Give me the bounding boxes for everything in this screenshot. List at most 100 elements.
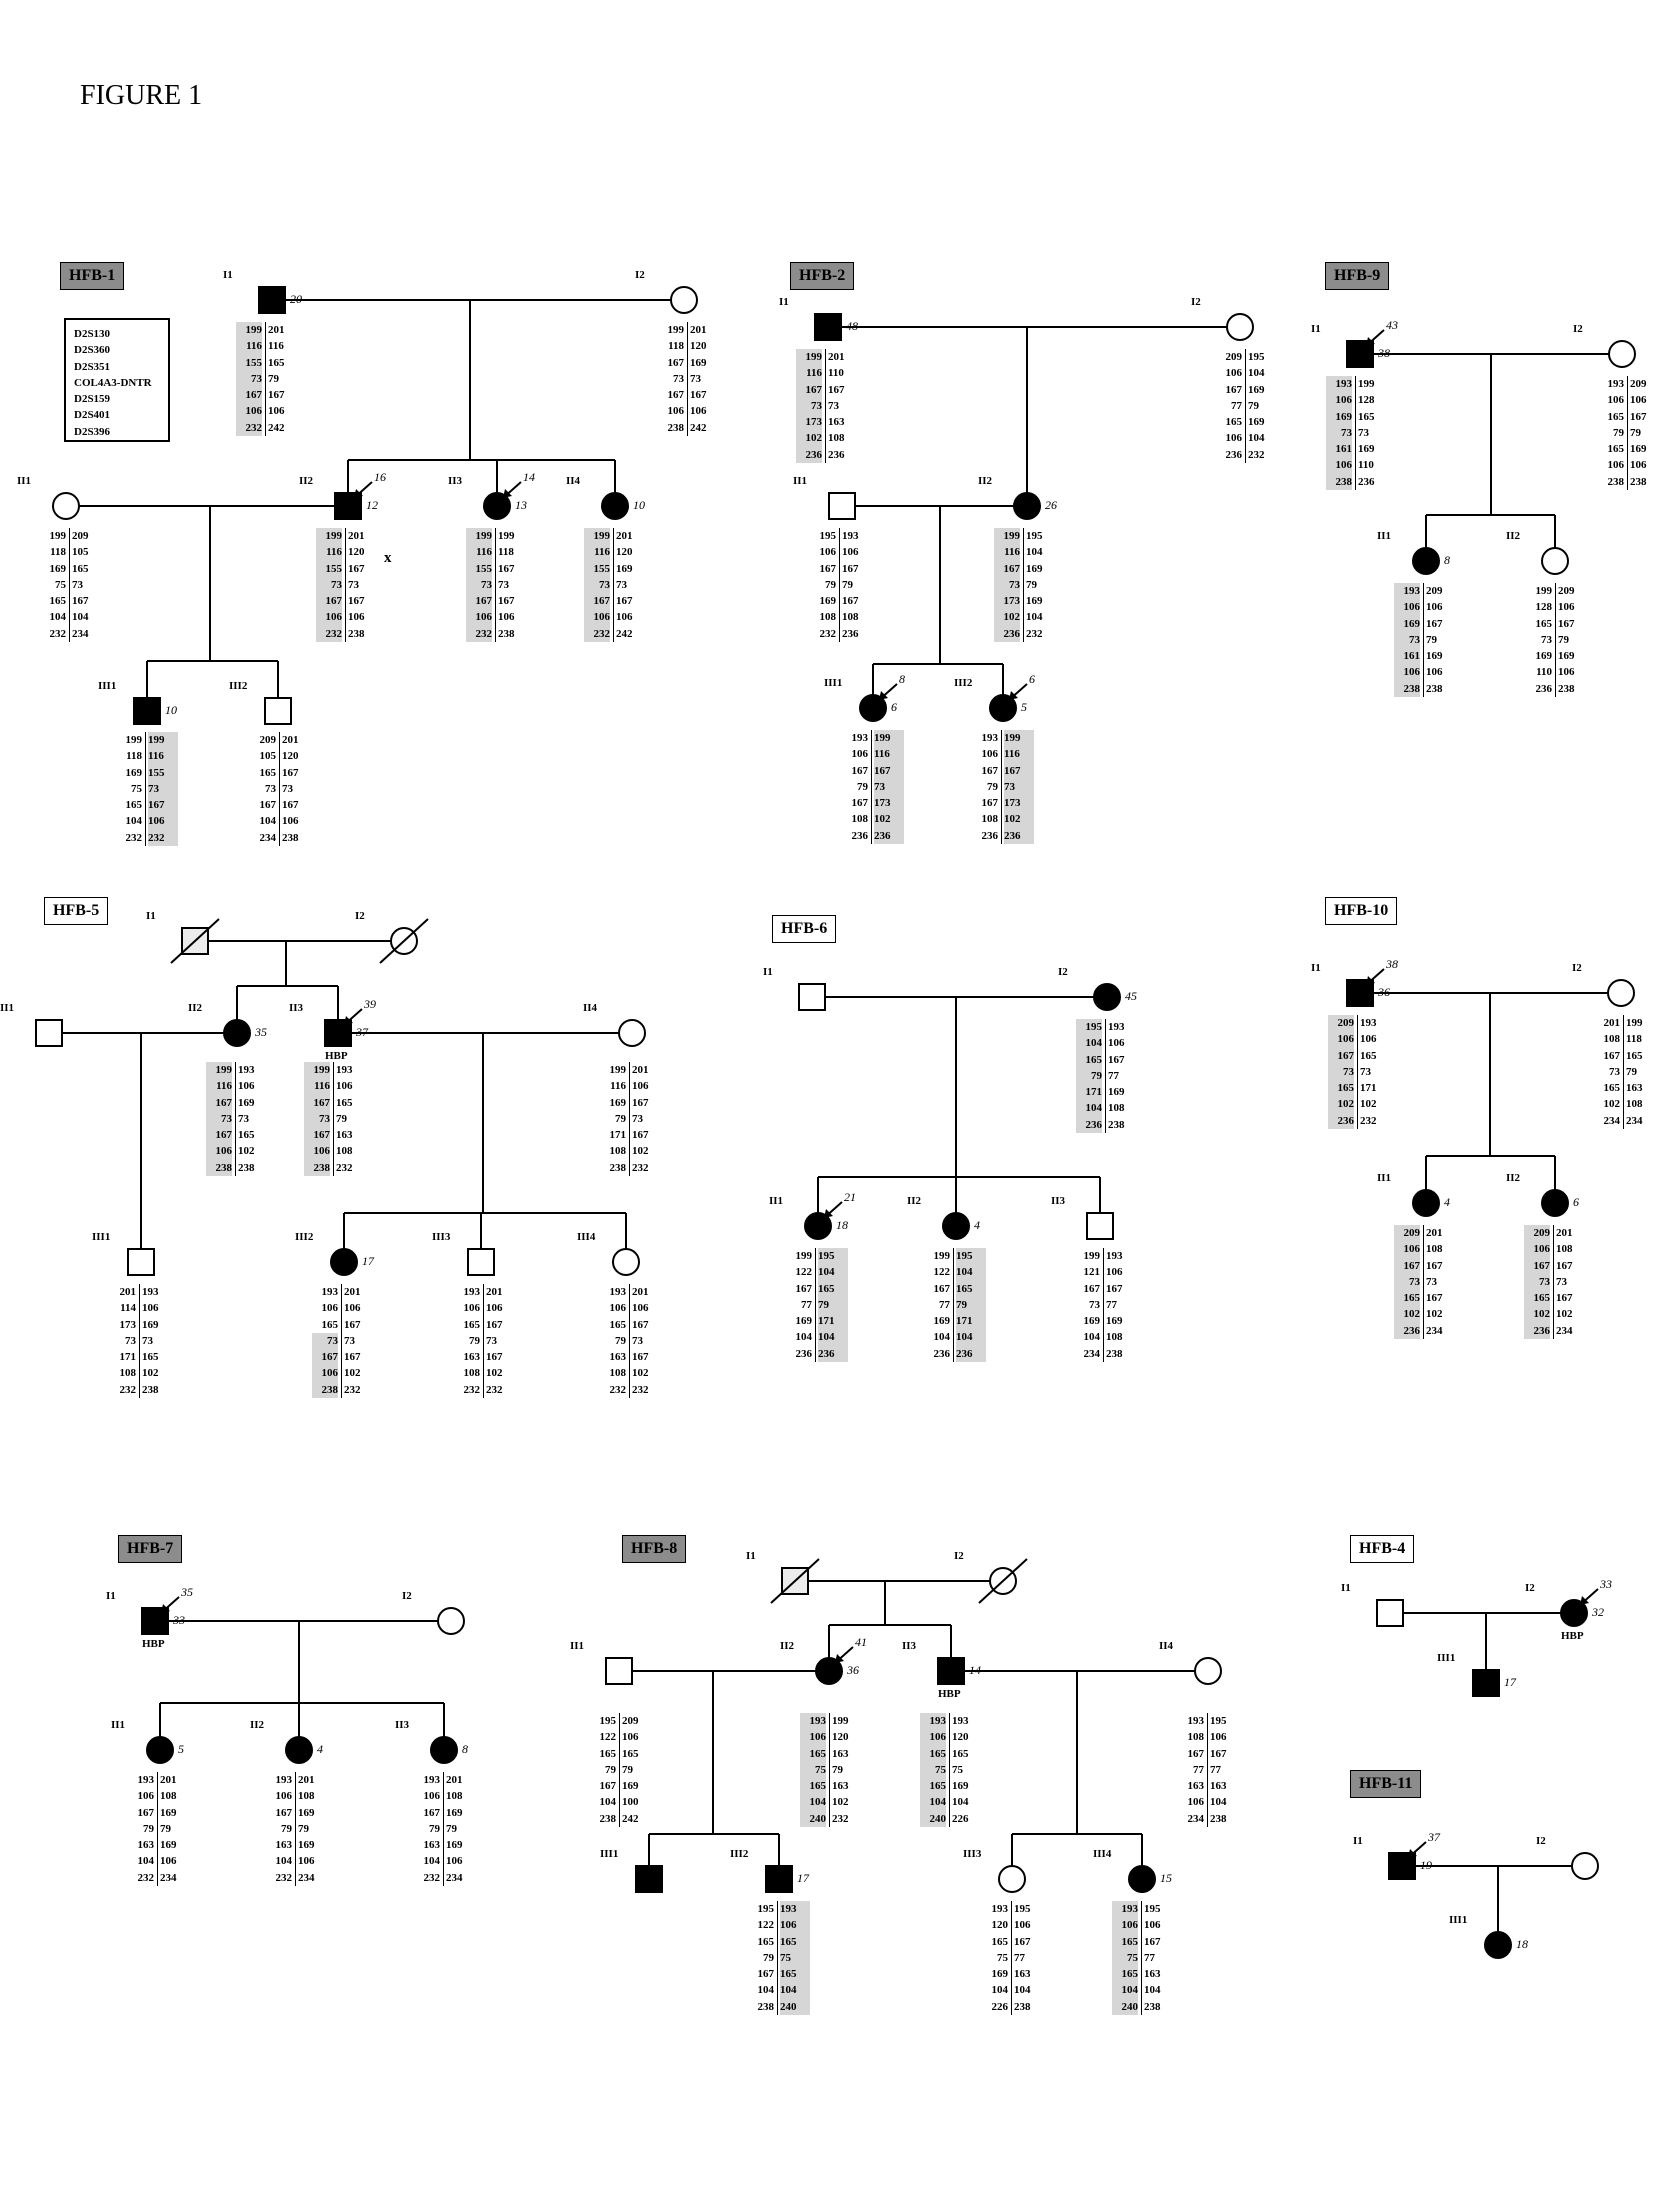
allele-right: 79 [1626, 1065, 1637, 1078]
allele-left: 102 [796, 430, 822, 447]
individual-id-label: II3 [902, 1640, 917, 1652]
individual-id-label: I2 [1536, 1835, 1546, 1847]
proband-arrowhead [1580, 1596, 1589, 1605]
allele-right: 169 [1248, 416, 1265, 429]
male-affected-symbol [258, 286, 286, 314]
haplotype-divider [495, 528, 496, 643]
haplotype-divider [157, 1772, 158, 1887]
family-label: HFB-8 [622, 1535, 687, 1563]
allele-left: 199 [584, 528, 610, 545]
allele-right: 106 [268, 405, 285, 418]
age-at-diagnosis: 36 [1378, 985, 1390, 999]
allele-right: 106 [690, 405, 707, 418]
allele-left: 106 [1326, 392, 1352, 409]
marker-name: D2S130 [74, 328, 111, 340]
allele-left: 167 [851, 797, 869, 810]
haplotype-divider [1001, 730, 1002, 845]
age-at-diagnosis: 8 [1444, 553, 1450, 567]
female-affected-symbol [285, 1736, 313, 1764]
allele-left: 232 [584, 625, 610, 643]
allele-left: 195 [599, 1715, 617, 1727]
allele-left: 116 [466, 544, 492, 561]
allele-right: 234 [72, 627, 89, 640]
allele-right: 232 [1248, 448, 1265, 461]
allele-right: 165 [952, 1747, 969, 1760]
allele-left: 232 [819, 627, 837, 640]
haplotype-divider [619, 1713, 620, 1828]
allele-right: 167 [842, 595, 859, 608]
family-label: HFB-1 [60, 262, 125, 290]
allele-right: 104 [818, 1264, 848, 1281]
allele-left: 106 [1607, 459, 1625, 472]
female-affected-symbol [1093, 983, 1121, 1011]
age-at-diagnosis: 17 [797, 1871, 809, 1885]
female-unaffected-symbol [52, 492, 80, 520]
allele-left: 108 [609, 1145, 627, 1158]
individual-id-label: II3 [1051, 1195, 1066, 1207]
allele-right: 106 [632, 1080, 649, 1093]
allele-left: 165 [800, 1778, 826, 1795]
proband-arrowhead [161, 1604, 170, 1613]
individual-id-label: II1 [1377, 530, 1392, 542]
female-unaffected-symbol [998, 1865, 1026, 1893]
figure-title: FIGURE 1 [80, 80, 203, 111]
age-at-diagnosis: 15 [1160, 1871, 1172, 1885]
family-label: HFB-7 [118, 1535, 183, 1563]
allele-right: 201 [1426, 1227, 1443, 1239]
allele-right: 238 [498, 627, 515, 640]
allele-right: 106 [1144, 1919, 1161, 1932]
female-affected-symbol [223, 1019, 251, 1047]
allele-left: 116 [584, 544, 610, 561]
allele-right: 169 [1248, 383, 1265, 396]
allele-right: 195 [956, 1248, 986, 1265]
allele-right: 104 [72, 611, 89, 624]
allele-left: 106 [609, 1302, 627, 1315]
allele-right: 167 [148, 797, 178, 814]
allele-right: 167 [498, 595, 515, 608]
allele-right: 169 [160, 1839, 177, 1852]
allele-left: 238 [1394, 680, 1420, 698]
allele-left: 73 [584, 576, 610, 594]
marker-name: D2S401 [74, 409, 111, 422]
allele-left: 106 [800, 1729, 826, 1746]
allele-left: 171 [609, 1129, 627, 1142]
allele-right: 171 [956, 1313, 986, 1330]
allele-left: 104 [933, 1331, 951, 1344]
allele-right: 77 [1014, 1951, 1025, 1964]
allele-left: 79 [429, 1822, 440, 1835]
proband-arrowhead [1366, 976, 1375, 985]
allele-right: 106 [348, 611, 365, 624]
allele-left: 199 [795, 1250, 813, 1262]
allele-left: 193 [981, 732, 999, 744]
allele-left: 167 [795, 1282, 813, 1295]
allele-left: 110 [1536, 666, 1552, 679]
allele-left: 108 [609, 1367, 627, 1380]
allele-left: 118 [668, 340, 684, 353]
allele-left: 77 [1193, 1763, 1204, 1776]
allele-right: 106 [282, 815, 299, 828]
allele-left: 232 [466, 625, 492, 643]
allele-right: 167 [486, 1318, 503, 1331]
haplotype-divider [69, 528, 70, 643]
allele-right: 79 [818, 1296, 848, 1314]
haplotype-divider [815, 1248, 816, 1363]
individual-id-label: I2 [1191, 296, 1201, 308]
allele-right: 201 [690, 324, 707, 336]
family-label: HFB-2 [790, 262, 855, 290]
age-at-diagnosis: 12 [366, 498, 378, 512]
allele-right: 232 [632, 1161, 649, 1174]
allele-left: 236 [933, 1347, 951, 1360]
haplotype-divider [825, 349, 826, 464]
allele-right: 79 [336, 1112, 347, 1125]
allele-right: 79 [1026, 578, 1037, 591]
individual-id-label: II1 [570, 1640, 585, 1652]
allele-left: 165 [1225, 416, 1243, 429]
allele-right: 108 [828, 432, 845, 445]
allele-right: 165 [956, 1280, 986, 1297]
allele-right: 104 [1026, 546, 1043, 559]
female-unaffected-symbol [1608, 340, 1636, 368]
allele-left: 102 [1603, 1098, 1621, 1111]
age-at-diagnosis: 36 [847, 1663, 859, 1677]
allele-left: 165 [1607, 443, 1625, 456]
allele-right: 234 [298, 1871, 315, 1884]
